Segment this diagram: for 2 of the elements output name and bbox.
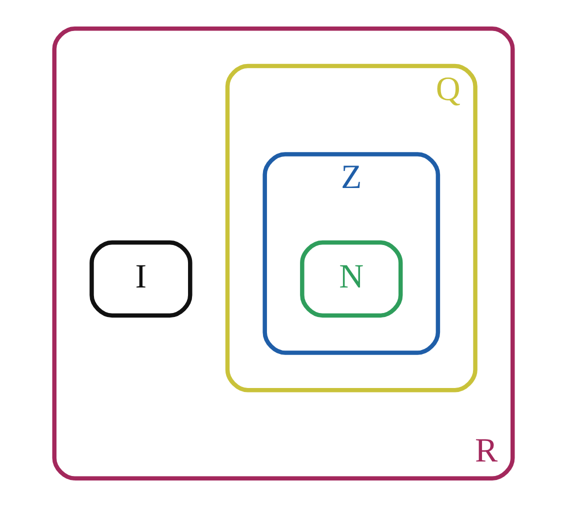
node-box: N: [300, 240, 402, 318]
node-box: I: [89, 240, 192, 318]
